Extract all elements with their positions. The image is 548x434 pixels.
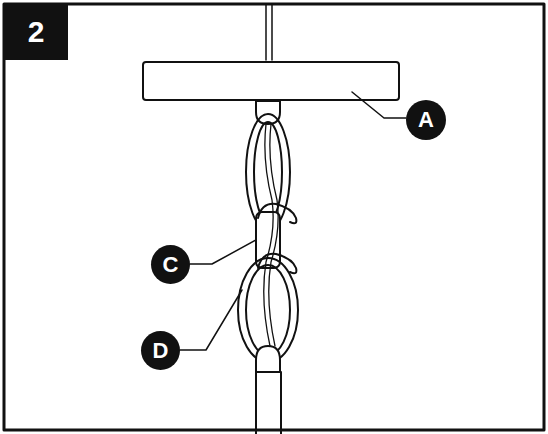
wire-through-chain: [264, 124, 273, 346]
fixture-loop: [256, 346, 280, 372]
step-number: 2: [4, 4, 68, 60]
leader-line: [180, 290, 242, 350]
leader-line: [352, 92, 406, 118]
canopy: [143, 62, 399, 100]
frame: [4, 4, 544, 430]
lower-link-inner: [246, 265, 290, 355]
leader-line: [190, 240, 256, 264]
supply-wire: [266, 4, 272, 60]
wire-through-chain: [269, 124, 278, 346]
callout-letter: A: [406, 100, 446, 140]
callout-letter: D: [141, 331, 180, 370]
fixture-rod: [256, 372, 281, 434]
s-hook-lower: [258, 254, 296, 274]
callout-letter: C: [151, 245, 190, 284]
canopy-loop: [256, 101, 280, 124]
